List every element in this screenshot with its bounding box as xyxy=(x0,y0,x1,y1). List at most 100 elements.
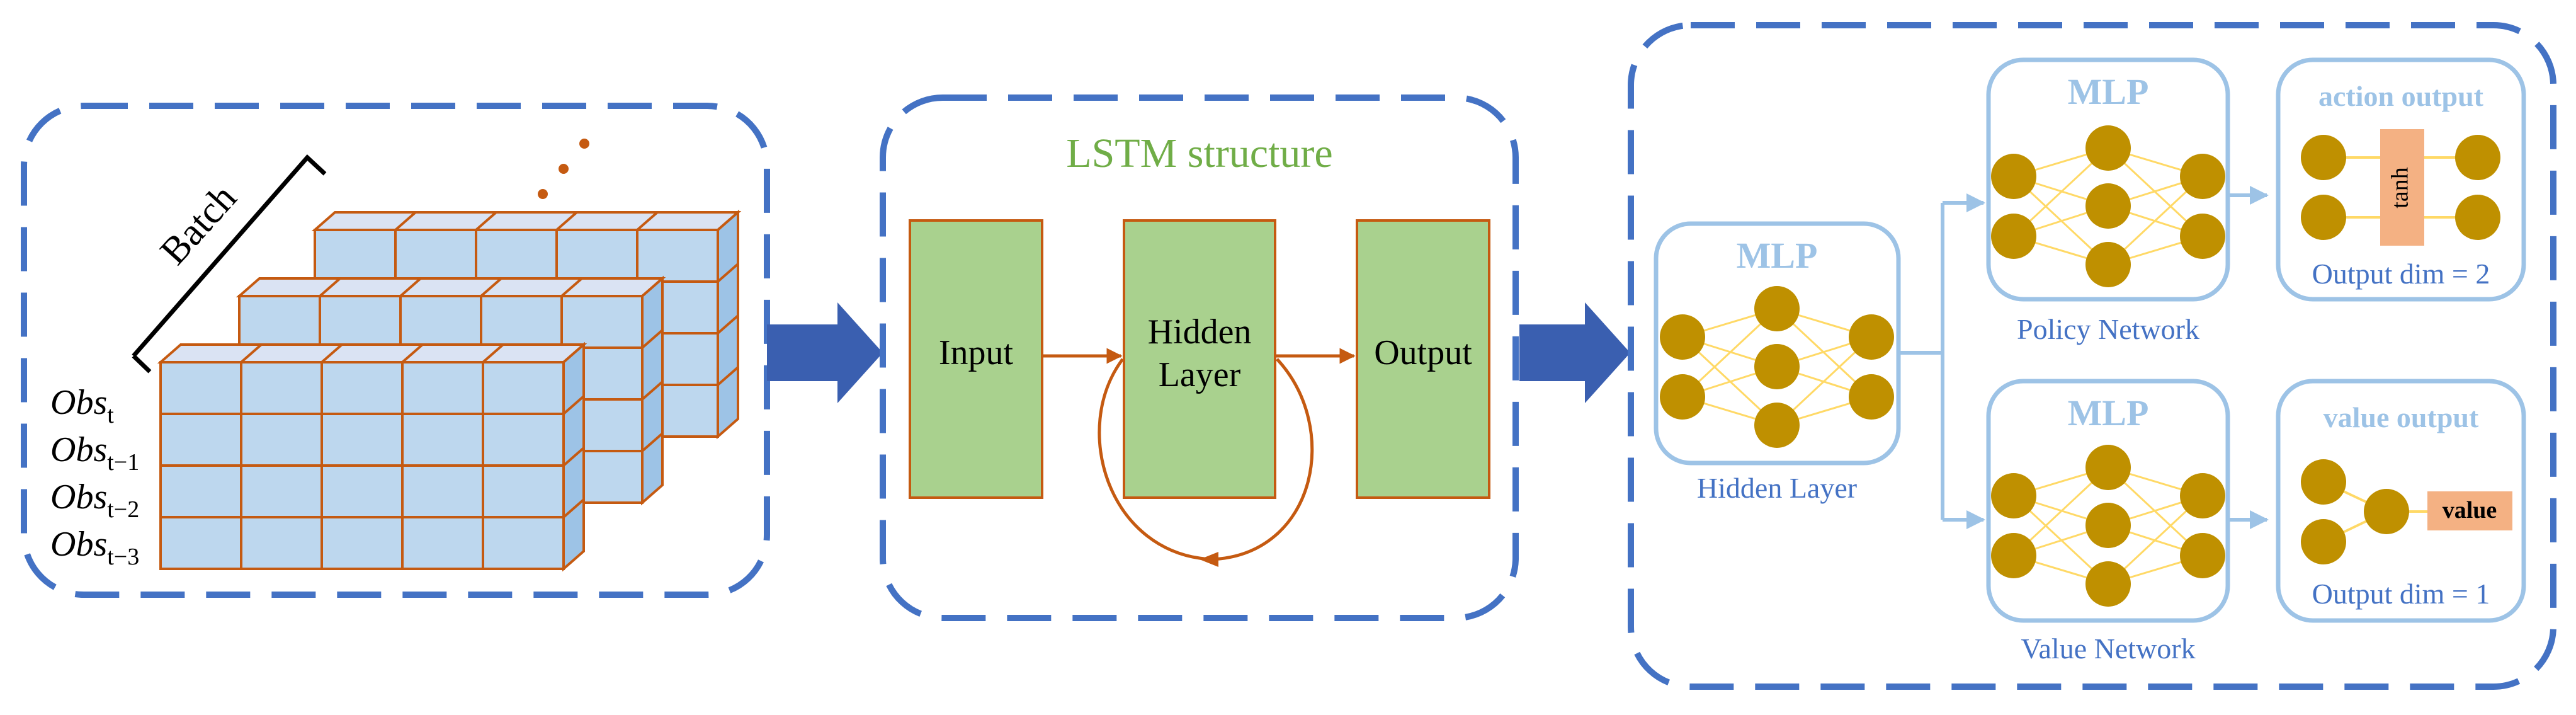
output-label: Output xyxy=(1374,333,1472,372)
obs-cell xyxy=(240,413,323,467)
branch-connectors xyxy=(1898,193,1985,529)
value-box-label: value xyxy=(2443,497,2497,523)
value-mlp-caption: Value Network xyxy=(2021,632,2195,665)
obs-cell xyxy=(319,295,402,349)
neuron xyxy=(1754,403,1800,448)
recurrent-loop-head xyxy=(1200,552,1218,567)
obs-cell xyxy=(159,361,242,415)
obs-cell xyxy=(482,413,565,467)
obs-cell xyxy=(475,229,558,283)
neuron xyxy=(2085,503,2131,548)
neuron xyxy=(1754,344,1800,389)
network-panel-border xyxy=(1628,22,2556,690)
value-mlp-box xyxy=(1986,379,2230,623)
obs-cell xyxy=(482,516,565,570)
tanh-box xyxy=(2380,129,2424,246)
batch-label: Batch xyxy=(152,176,244,273)
obs-cell xyxy=(480,295,563,349)
policy-mlp-caption: Policy Network xyxy=(2017,313,2199,345)
obs-label-t-3: Obst−3 xyxy=(50,525,139,570)
obs-cell xyxy=(321,516,404,570)
neuron xyxy=(1660,374,1705,420)
value-output-box xyxy=(2276,379,2526,623)
neuron xyxy=(1991,214,2036,259)
value-output-title: value output xyxy=(2324,401,2479,433)
value-mlp-neurons xyxy=(1991,445,2225,607)
neuron xyxy=(1991,473,2036,518)
neuron xyxy=(1849,314,1894,360)
tanh-label: tanh xyxy=(2387,167,2414,208)
neuron xyxy=(2180,533,2225,578)
obs-cell xyxy=(321,361,404,415)
obs-cell xyxy=(482,361,565,415)
output-box xyxy=(1356,219,1490,499)
neuron xyxy=(2085,242,2131,287)
obs-cell xyxy=(401,361,484,415)
obs-cell xyxy=(401,464,484,518)
neuron xyxy=(1991,533,2036,578)
obs-cell xyxy=(314,229,397,283)
obs-cell xyxy=(394,229,477,283)
obs-cell xyxy=(159,464,242,518)
policy-mlp-neurons xyxy=(1991,125,2225,287)
hidden-mlp-caption: Hidden Layer xyxy=(1697,472,1857,504)
continuation-dots xyxy=(538,139,589,199)
obs-label-t: Obst xyxy=(50,383,114,428)
action-output-dim: Output dim = 2 xyxy=(2312,258,2490,290)
obs-cell xyxy=(401,516,484,570)
action-output-title: action output xyxy=(2318,80,2484,112)
batch-panel: Batch Obst Obst−1 Obst−2 Obst−3 xyxy=(21,103,770,598)
network-panel: MLP Hidden Layer MLP Policy Network MLP … xyxy=(1628,22,2556,690)
flow-arrow-lstm-to-networks xyxy=(1519,302,1630,403)
neuron xyxy=(1849,374,1894,420)
input-label: Input xyxy=(939,333,1014,372)
hidden-mlp-title: MLP xyxy=(1737,235,1818,276)
hidden-mlp-neurons xyxy=(1660,286,1894,448)
hidden-mlp-box xyxy=(1654,221,1901,466)
obs-cell xyxy=(399,295,482,349)
obs-label-t-2: Obst−2 xyxy=(50,478,139,523)
batch-bracket xyxy=(132,154,327,374)
obs-cell xyxy=(240,516,323,570)
observation-cube-stack xyxy=(157,209,742,572)
neuron xyxy=(2180,214,2225,259)
input-box xyxy=(909,219,1043,499)
obs-cell xyxy=(636,229,719,283)
neuron xyxy=(2085,445,2131,490)
obs-cell xyxy=(321,413,404,467)
neuron xyxy=(1660,314,1705,360)
value-output-neurons xyxy=(2301,459,2409,564)
obs-cube-layer xyxy=(157,341,587,572)
obs-cell xyxy=(240,361,323,415)
flow-arrow-batch-to-lstm xyxy=(767,302,883,403)
policy-mlp-title: MLP xyxy=(2068,71,2149,112)
action-output-neurons xyxy=(2301,135,2500,240)
obs-cell xyxy=(555,229,638,283)
neuron xyxy=(2085,183,2131,229)
obs-cell xyxy=(159,516,242,570)
obs-cell xyxy=(401,413,484,467)
neuron xyxy=(1991,154,2036,199)
obs-labels: Obst Obst−1 Obst−2 Obst−3 xyxy=(50,383,139,570)
neuron xyxy=(2180,473,2225,518)
neuron xyxy=(2180,154,2225,199)
obs-cell xyxy=(240,464,323,518)
value-mlp-title: MLP xyxy=(2068,392,2149,433)
action-output-box xyxy=(2276,57,2526,302)
obs-cell xyxy=(482,464,565,518)
lstm-panel-border xyxy=(880,94,1519,621)
obs-label-t-1: Obst−1 xyxy=(50,430,139,476)
value-box xyxy=(2427,491,2512,530)
neuron xyxy=(2085,125,2131,171)
obs-cell xyxy=(238,295,321,349)
neuron xyxy=(1754,286,1800,331)
obs-cell xyxy=(159,413,242,467)
neuron xyxy=(2085,561,2131,607)
lstm-title: LSTM structure xyxy=(1066,130,1332,176)
obs-cell xyxy=(321,464,404,518)
hidden-layer-box xyxy=(1123,219,1276,499)
policy-mlp-box xyxy=(1986,57,2230,302)
